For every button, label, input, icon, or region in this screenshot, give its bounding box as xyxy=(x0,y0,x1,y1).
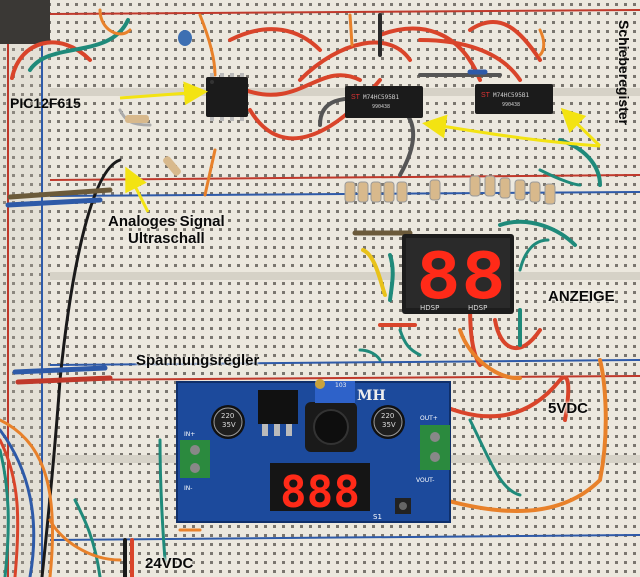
cap-right-value: 220 xyxy=(381,412,394,420)
out-minus-label: VOUT- xyxy=(416,477,434,484)
arrow-shift-register-1-icon xyxy=(422,114,601,148)
capacitor xyxy=(178,30,192,46)
shift-register-2: ST M74HC595B1 990438 xyxy=(475,84,553,114)
anzeige-digits: 88 xyxy=(416,240,506,314)
svg-text:M74HC595B1: M74HC595B1 xyxy=(363,94,400,101)
label-spannungsregler: Spannungsregler xyxy=(136,352,260,369)
out-plus-label: OUT+ xyxy=(420,415,438,422)
arrow-pic-icon xyxy=(119,81,208,106)
wire-bundle-right xyxy=(428,358,608,514)
cap-right-voltage: 35V xyxy=(382,421,396,429)
anzeige-display xyxy=(402,234,514,314)
label-24vdc: 24VDC xyxy=(145,555,194,572)
in-plus-label: IN+ xyxy=(184,431,195,438)
label-analog-line1: Analoges Signal xyxy=(108,213,225,230)
label-analog-signal: Analoges Signal Ultraschall xyxy=(108,213,225,247)
pic-chip xyxy=(206,73,248,121)
svg-text:990438: 990438 xyxy=(502,102,520,108)
left-breadboard xyxy=(0,44,52,577)
label-5vdc: 5VDC xyxy=(548,400,589,417)
label-schieberegister: Schieberegister xyxy=(616,20,632,126)
svg-text:M74HC595B1: M74HC595B1 xyxy=(493,92,530,99)
wire-bundle-top xyxy=(10,8,602,197)
regulator-digits: 888 xyxy=(280,467,360,518)
in-minus-label: IN- xyxy=(184,485,192,492)
label-analog-line2: Ultraschall xyxy=(128,230,205,247)
mh-logo-text: MH xyxy=(357,388,386,404)
cap-left-voltage: 35V xyxy=(222,421,236,429)
cap-left-value: 220 xyxy=(221,412,234,420)
annotation-arrows xyxy=(119,81,602,213)
resistor-array xyxy=(344,175,556,205)
arrow-analog-signal-icon xyxy=(125,166,150,213)
svg-text:ST: ST xyxy=(481,92,491,99)
svg-text:990438: 990438 xyxy=(372,104,390,110)
svg-text:ST: ST xyxy=(351,94,361,101)
arrow-shift-register-2-icon xyxy=(560,107,602,148)
pot-value-text: 103 xyxy=(335,382,347,389)
label-pic: PIC12F615 xyxy=(10,95,81,111)
wire-bundle-left xyxy=(0,158,202,577)
label-anzeige: ANZEIGE xyxy=(548,288,615,305)
display-model-label-2: HDSP xyxy=(468,304,487,312)
display-model-label: HDSP xyxy=(420,304,439,312)
voltage-regulator-module xyxy=(176,379,451,523)
resistors-left xyxy=(125,115,181,176)
shift-register-1: ST M74HC595B1 990438 xyxy=(345,86,423,118)
s1-label: S1 xyxy=(373,513,382,521)
